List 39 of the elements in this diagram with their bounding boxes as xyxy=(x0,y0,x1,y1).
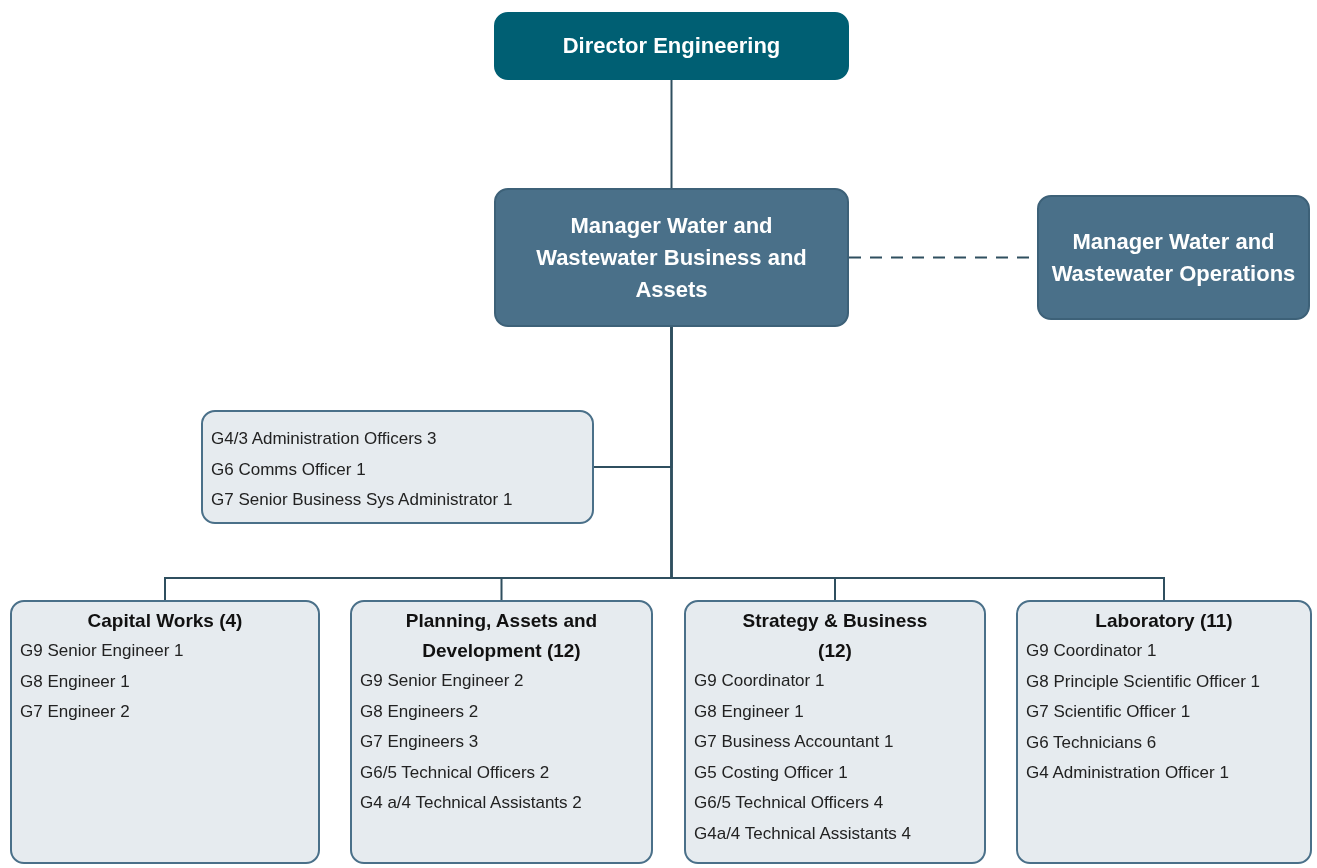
department-box xyxy=(350,600,653,864)
staff-line: G7 Scientific Officer 1 xyxy=(1026,701,1192,723)
staff-line: G8 Engineer 1 xyxy=(694,700,805,723)
staff-line: G7 Senior Business Sys Administrator 1 xyxy=(211,489,514,511)
staff-line: G4a/4 Technical Assistants 4 xyxy=(694,822,913,845)
staff-line: G9 Coordinator 1 xyxy=(1026,640,1158,662)
staff-line: G9 Senior Engineer 1 xyxy=(20,640,185,662)
department-box xyxy=(10,600,320,864)
director-box xyxy=(494,12,849,80)
staff-line: G4/3 Administration Officers 3 xyxy=(211,428,438,450)
department-box xyxy=(1016,600,1312,864)
staff-line: G7 Business Accountant 1 xyxy=(694,731,895,753)
department-heading: Planning, Assets and Development (12) xyxy=(404,609,599,663)
staff-line: G8 Engineers 2 xyxy=(360,700,480,723)
department-heading: Strategy & Business (12) xyxy=(741,609,929,663)
staff-line: G7 Engineer 2 xyxy=(20,701,131,723)
role-title: Manager Water and Wastewater Operations xyxy=(1051,227,1296,288)
staff-line: G8 Principle Scientific Officer 1 xyxy=(1026,670,1261,693)
connector-line xyxy=(670,79,673,189)
manager-box xyxy=(494,188,849,327)
department-box xyxy=(684,600,986,864)
staff-line: G4 Administration Officer 1 xyxy=(1026,762,1230,784)
department-heading: Laboratory (11) xyxy=(1094,609,1234,633)
department-heading: Capital Works (4) xyxy=(86,609,244,633)
staff-line: G6 Comms Officer 1 xyxy=(211,458,367,481)
staff-line: G7 Engineers 3 xyxy=(360,731,480,753)
staff-line: G6 Technicians 6 xyxy=(1026,731,1158,754)
staff-line: G9 Coordinator 1 xyxy=(694,670,826,692)
staff-line: G9 Senior Engineer 2 xyxy=(360,670,525,692)
role-title: Manager Water and Wastewater Business and Assets xyxy=(535,211,808,304)
staff-line: G8 Engineer 1 xyxy=(20,670,131,693)
manager-box xyxy=(1037,195,1310,320)
staff-line: G6/5 Technical Officers 4 xyxy=(694,792,885,814)
staff-box xyxy=(201,410,594,524)
role-title: Director Engineering xyxy=(562,32,781,60)
staff-line: G6/5 Technical Officers 2 xyxy=(360,761,551,784)
staff-line: G4 a/4 Technical Assistants 2 xyxy=(360,792,583,814)
staff-line: G5 Costing Officer 1 xyxy=(694,761,849,784)
connector-line xyxy=(670,326,1165,601)
